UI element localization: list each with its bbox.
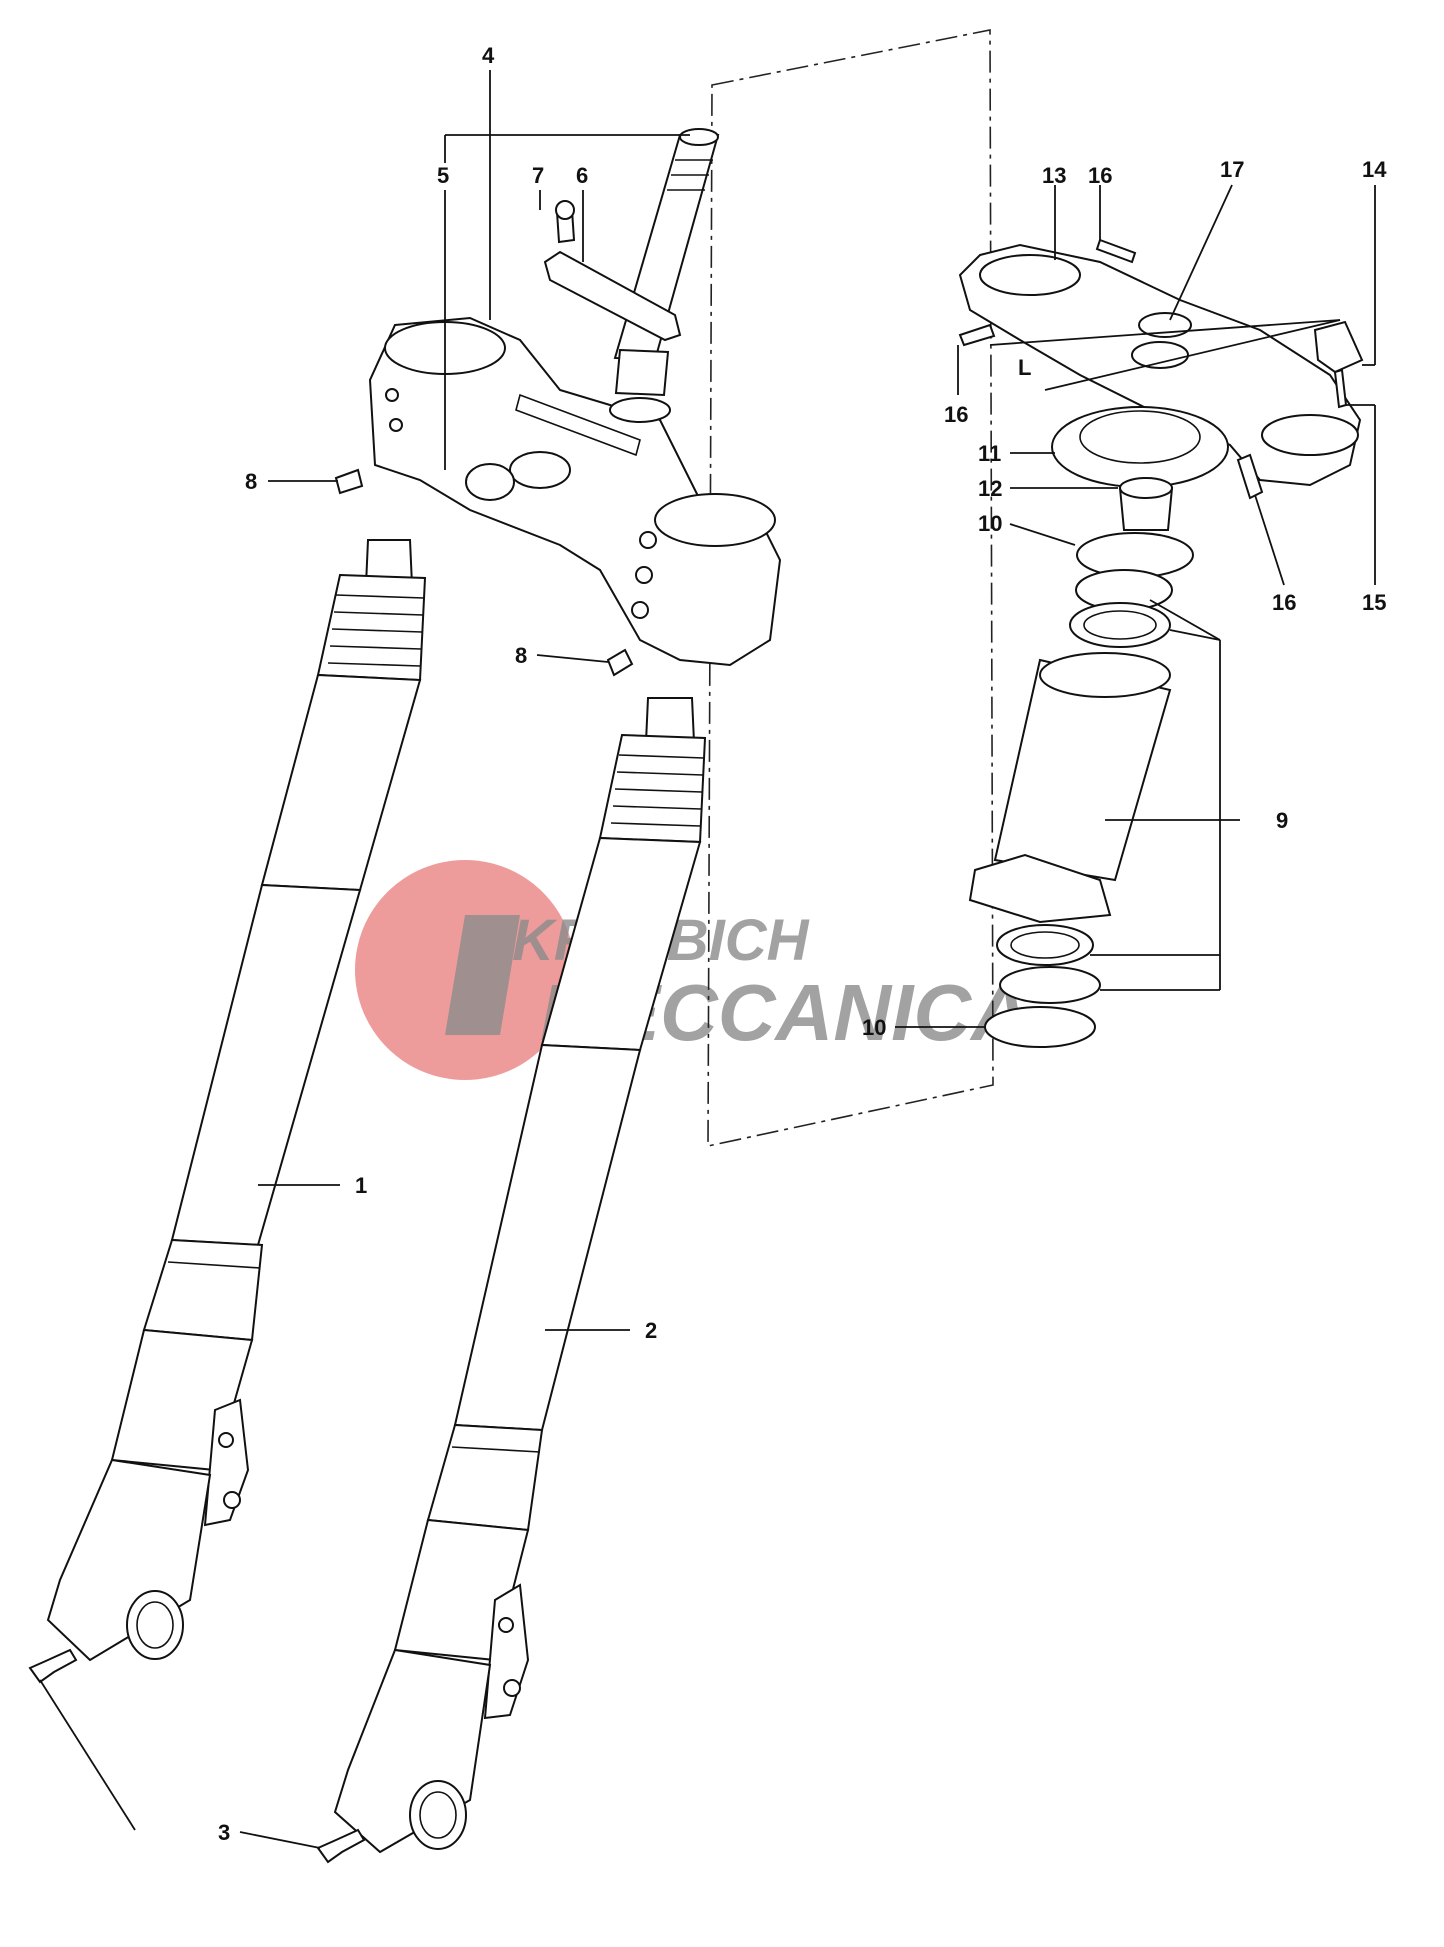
- callout-8-lower: 8: [515, 643, 527, 668]
- callout-14: 14: [1362, 157, 1387, 182]
- callout-10-upper: 10: [978, 511, 1002, 536]
- watermark-logo: KREJBICH MECCANICA: [355, 860, 1029, 1080]
- bolt-16-left: [958, 323, 996, 347]
- fork-leg-right: [316, 697, 707, 1864]
- callout-16-top: 16: [1088, 163, 1112, 188]
- steering-tube-9: [968, 652, 1172, 924]
- seal-10-lower: [984, 1006, 1096, 1048]
- callout-6: 6: [576, 163, 588, 188]
- bolt-8-upper: [334, 468, 364, 495]
- lower-triple-clamp: [368, 316, 782, 667]
- callout-7: 7: [532, 163, 544, 188]
- callout-10-lower: 10: [862, 1015, 886, 1040]
- callout-16-right: 16: [1272, 590, 1296, 615]
- fork-leg-left: [28, 539, 427, 1684]
- bolt-16-top: [1095, 238, 1137, 264]
- bolt-16-right: [1236, 453, 1264, 500]
- callout-13: 13: [1042, 163, 1066, 188]
- bolt-8-lower: [606, 648, 634, 677]
- upper-triple-clamp: [958, 243, 1362, 487]
- clip-14: [1313, 320, 1364, 374]
- bearing-race-lower: [999, 966, 1101, 1004]
- callout-1: 1: [355, 1173, 367, 1198]
- bearing-balls-upper: [1069, 602, 1171, 648]
- callout-11: 11: [978, 441, 1001, 466]
- leader-lines: [39, 70, 1376, 1849]
- callout-8-upper: 8: [245, 469, 257, 494]
- stem-plate-and-bolt: [543, 200, 682, 342]
- callout-4: 4: [482, 43, 495, 68]
- callout-12: 12: [978, 476, 1002, 501]
- bearing-balls-lower: [996, 924, 1094, 966]
- ring-nut-11: [1051, 406, 1229, 488]
- watermark-k-mark: [445, 915, 520, 1035]
- callout-3: 3: [218, 1820, 230, 1845]
- nut-12: [1118, 477, 1174, 531]
- callout-16-left: 16: [944, 402, 968, 427]
- callout-2: 2: [645, 1318, 657, 1343]
- steering-stem: [609, 128, 720, 423]
- callout-5: 5: [437, 163, 449, 188]
- subassembly-boundary: [707, 29, 994, 1147]
- callout-15: 15: [1362, 590, 1386, 615]
- callout-9: 9: [1276, 808, 1288, 833]
- callout-L: L: [1018, 355, 1031, 380]
- callout-17: 17: [1220, 157, 1244, 182]
